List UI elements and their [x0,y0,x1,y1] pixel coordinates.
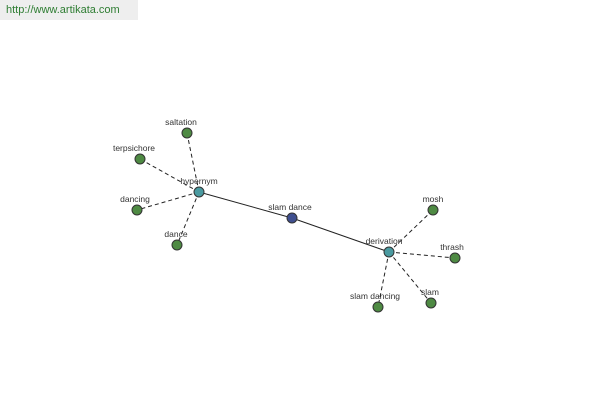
label-slam[interactable]: slam [421,287,439,297]
node-hypernym[interactable] [193,186,205,198]
node-slam-dancing[interactable] [372,301,384,313]
edge-hypernym-saltation [186,132,200,193]
label-derivation[interactable]: derivation [366,236,403,246]
label-saltation[interactable]: saltation [165,117,197,127]
edge-derivation-thrash [388,251,456,259]
label-slam-dancing[interactable]: slam dancing [350,291,400,301]
edges [136,132,456,308]
node-dancing[interactable] [131,204,143,216]
node-slam[interactable] [425,297,437,309]
edge-slam-dance-derivation [291,217,390,253]
labels: slam dance hypernym derivation saltation ter… [113,117,464,301]
node-dance[interactable] [171,239,183,251]
source-url[interactable]: http://www.artikata.com [0,0,138,20]
label-slam-dance[interactable]: slam dance [268,202,312,212]
edge-derivation-mosh [388,209,434,253]
edge-hypernym-dance [176,191,200,246]
edge-derivation-slam-dancing [377,251,390,308]
edge-slam-dance-hypernym [198,191,293,219]
node-saltation[interactable] [181,127,193,139]
node-slam-dance[interactable] [286,212,298,224]
node-thrash[interactable] [449,252,461,264]
label-hypernym[interactable]: hypernym [180,176,217,186]
label-mosh[interactable]: mosh [423,194,444,204]
node-mosh[interactable] [427,204,439,216]
node-derivation[interactable] [383,246,395,258]
label-dance[interactable]: dance [164,229,187,239]
edge-hypernym-terpsichore [139,158,200,193]
label-thrash[interactable]: thrash [440,242,464,252]
label-terpsichore[interactable]: terpsichore [113,143,155,153]
nodes [131,127,461,313]
label-dancing[interactable]: dancing [120,194,150,204]
edge-hypernym-dancing [136,191,200,211]
node-terpsichore[interactable] [134,153,146,165]
